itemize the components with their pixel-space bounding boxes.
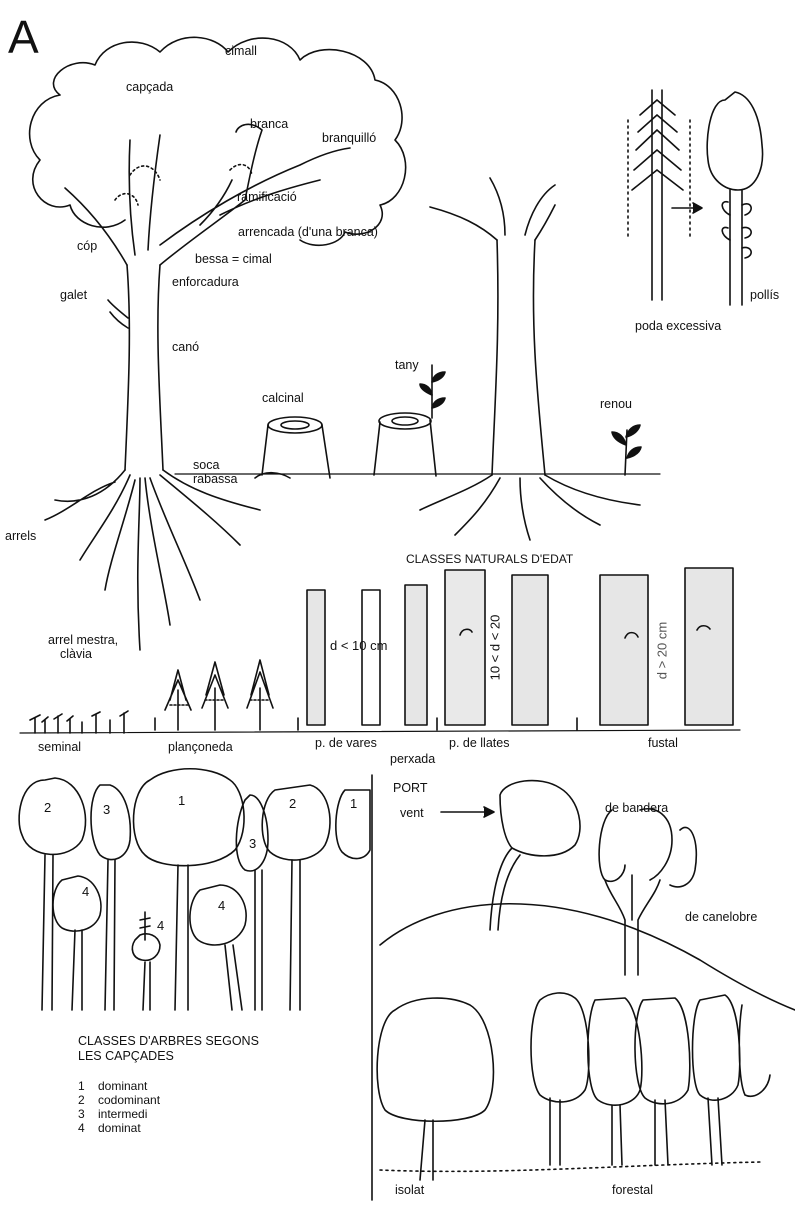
age-classes-title: CLASSES NATURALS D'EDAT [406, 552, 573, 566]
stage-vares: p. de vares [315, 736, 377, 750]
crown-number: 4 [218, 898, 225, 913]
label-branquillo: branquilló [322, 131, 376, 145]
legend-label: intermedi [98, 1107, 147, 1121]
crown-number: 2 [44, 800, 51, 815]
label-galet: galet [60, 288, 87, 302]
stage-fustal: fustal [648, 736, 678, 750]
stage-planconeda: plançoneda [168, 740, 233, 754]
isolat-tree [377, 998, 493, 1121]
label-de-canelobre: de canelobre [685, 910, 757, 924]
legend-label: codominant [98, 1093, 160, 1107]
stump-tany [374, 365, 445, 476]
pruned-tree-crown [707, 92, 762, 190]
crown-caption-line-2: LES CAPÇADES [78, 1049, 259, 1064]
legend-label: dominat [98, 1121, 141, 1135]
crown-classes-illustration [19, 769, 372, 1200]
label-arrel-mestra: arrel mestra, [48, 633, 118, 647]
label-enforcadura: enforcadura [172, 275, 239, 289]
main-tree-trunk [125, 265, 163, 470]
label-vent: vent [400, 806, 424, 820]
label-ramificacio: ramificació [237, 190, 297, 204]
figure-letter: A [8, 14, 39, 60]
label-cano: canó [172, 340, 199, 354]
label-poda-excessiva: poda excessiva [635, 319, 721, 333]
main-tree-roots [45, 470, 260, 650]
label-renou: renou [600, 397, 632, 411]
crown-number: 4 [82, 884, 89, 899]
label-bessa: bessa = cimal [195, 252, 272, 266]
label-capcada: capçada [126, 80, 173, 94]
crown-number: 2 [289, 796, 296, 811]
label-branca: branca [250, 117, 288, 131]
label-d-mid: 10 < d < 20 [488, 608, 503, 688]
label-soca: soca [193, 458, 219, 472]
legend-num: 3 [78, 1107, 98, 1121]
label-arrels: arrels [5, 529, 36, 543]
legend-num: 1 [78, 1079, 98, 1093]
crown-number: 4 [157, 918, 164, 933]
crown-number: 1 [350, 796, 357, 811]
crown-number: 3 [249, 836, 256, 851]
pruning-illustration [628, 90, 763, 305]
crown-number: 3 [103, 802, 110, 817]
legend-num: 2 [78, 1093, 98, 1107]
legend-label: dominant [98, 1079, 147, 1093]
label-pollis: pollís [750, 288, 779, 302]
label-rabassa: rabassa [193, 472, 237, 486]
label-d-large: d > 20 cm [655, 611, 670, 691]
crown-caption-line-1: CLASSES D'ARBRES SEGONS [78, 1034, 259, 1049]
label-d-small: d < 10 cm [330, 639, 387, 653]
label-cop: cóp [77, 239, 97, 253]
stump-calcinal [255, 417, 330, 478]
label-de-bandera: de bandera [605, 801, 668, 815]
bandera-tree [500, 781, 580, 856]
bare-tree-illustration [420, 178, 640, 540]
label-isolat: isolat [395, 1183, 424, 1197]
stage-seminal: seminal [38, 740, 81, 754]
renou-seedling [612, 425, 641, 475]
label-tany: tany [395, 358, 419, 372]
label-arrencada: arrencada (d'una branca) [238, 225, 378, 239]
port-illustration [377, 781, 795, 1180]
crown-number: 1 [178, 793, 185, 808]
label-cimall: cimall [225, 44, 257, 58]
label-calcinal: calcinal [262, 391, 304, 405]
label-clavia: clàvia [60, 647, 92, 661]
forestal-trees [531, 993, 770, 1105]
canelobre-tree [599, 809, 696, 887]
stage-llates: p. de llates [449, 736, 509, 750]
legend-num: 4 [78, 1121, 98, 1135]
crown-classes-caption: CLASSES D'ARBRES SEGONS LES CAPÇADES [78, 1034, 259, 1064]
port-title: PORT [393, 781, 428, 795]
label-forestal: forestal [612, 1183, 653, 1197]
stage-perxada: perxada [390, 752, 435, 766]
